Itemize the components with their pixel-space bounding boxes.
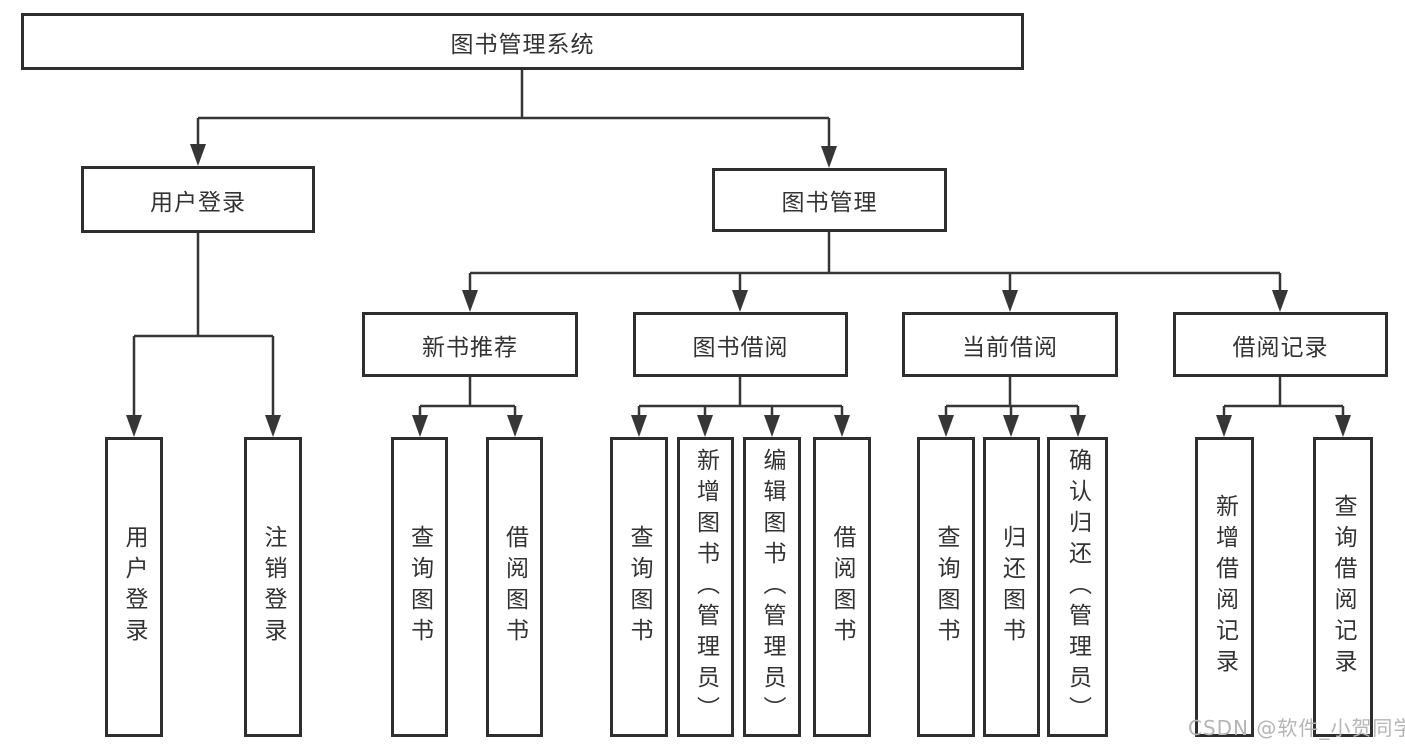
leaf-records-add-record: 新增借阅记录 [1195,437,1254,737]
node-current-borrowing: 当前借阅 [902,312,1118,377]
node-label: 归还图书 [998,525,1025,649]
node-label: 新增借阅记录 [1211,494,1238,680]
node-label: 用户登录 [121,525,147,649]
leaf-borrow-add-book-admin: 新增图书（管理员） [677,437,734,737]
node-label: 借阅记录 [1232,334,1329,361]
leaf-current-confirm-return-admin: 确认归还（管理员） [1047,437,1108,737]
node-label: 新书推荐 [422,334,518,361]
node-borrowing-records: 借阅记录 [1173,312,1388,377]
node-label: 图书借阅 [692,334,789,361]
leaf-records-query-record: 查询借阅记录 [1313,437,1373,737]
leaf-current-query-books: 查询图书 [917,437,975,737]
node-label: 编辑图书（管理员） [759,447,785,727]
node-label: 确认归还（管理员） [1064,447,1091,727]
leaf-user-login: 用户登录 [105,437,163,737]
node-label: 借阅图书 [501,525,528,649]
node-book-management: 图书管理 [712,168,947,232]
node-label: 图书管理 [781,190,878,216]
leaf-newbook-query-books: 查询图书 [391,437,448,737]
node-label: 查询借阅记录 [1330,494,1356,680]
node-label: 查询图书 [626,525,652,649]
node-user-login: 用户登录 [81,166,315,233]
node-label: 借阅图书 [829,525,855,649]
node-label: 新增图书（管理员） [692,447,719,727]
leaf-logout: 注销登录 [244,437,302,737]
leaf-newbook-borrow-books: 借阅图书 [486,437,543,737]
node-book-borrowing: 图书借阅 [633,312,848,377]
csdn-watermark: CSDN @软件_小贺同学 [1188,716,1405,740]
leaf-borrow-edit-book-admin: 编辑图书（管理员） [743,437,801,737]
leaf-borrow-borrow-books: 借阅图书 [813,437,871,737]
node-library-management-system: 图书管理系统 [21,13,1024,70]
node-label: 注销登录 [260,525,286,649]
node-label: 查询图书 [933,525,959,649]
node-label: 当前借阅 [962,334,1058,361]
node-new-book-recommendation: 新书推荐 [362,312,578,377]
node-label: 图书管理系统 [450,31,595,58]
node-label: 用户登录 [150,189,246,216]
leaf-current-return-books: 归还图书 [983,437,1040,737]
leaf-borrow-query-books: 查询图书 [610,437,668,737]
node-label: 查询图书 [406,525,433,649]
